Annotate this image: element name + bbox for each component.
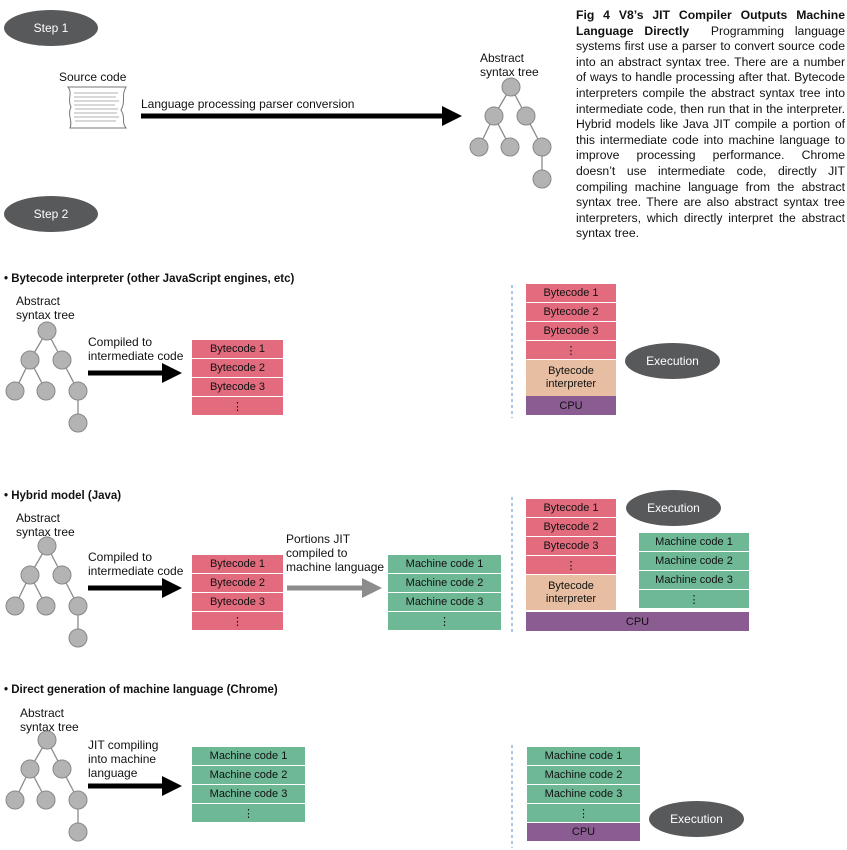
hybrid-bytecode-stack: Bytecode 1 Bytecode 2 Bytecode 3 ⋮ xyxy=(192,555,283,631)
machine-code-cell: Machine code 1 xyxy=(639,533,749,552)
hybrid-machine-stack: Machine code 1 Machine code 2 Machine co… xyxy=(388,555,501,631)
ast-tree-icon xyxy=(5,730,88,842)
step-2-badge: Step 2 xyxy=(4,196,98,232)
bytecode-cell: Bytecode 2 xyxy=(526,518,616,537)
cpu-block: CPU xyxy=(526,396,616,416)
bytecode-interpreter: Bytecode interpreter xyxy=(526,575,616,610)
step1-ast-label: Abstract syntax tree xyxy=(480,51,539,79)
bytecode-cell: Bytecode 2 xyxy=(526,303,616,322)
bytecode-cell: Bytecode 1 xyxy=(526,284,616,303)
ast-label-line-2: syntax tree xyxy=(480,65,539,79)
machine-code-cell: Machine code 1 xyxy=(527,747,640,766)
bytecode-ast-label: Abstract syntax tree xyxy=(16,294,75,322)
source-code-label: Source code xyxy=(59,70,127,84)
ast-label-line-1: Abstract xyxy=(480,51,525,65)
ast-tree-icon xyxy=(469,77,552,189)
bytecode-cell: Bytecode 2 xyxy=(192,359,283,378)
ast-tree-icon xyxy=(5,536,88,648)
interpreter-line-2: interpreter xyxy=(545,378,597,390)
bytecode-cell: Bytecode 1 xyxy=(526,499,616,518)
ast-tree-icon xyxy=(5,321,88,433)
arrow-label-line-1: JIT compiling xyxy=(88,738,159,752)
bytecode-cell: Bytecode 1 xyxy=(192,340,283,359)
bytecode-cell: ⋮ xyxy=(526,556,616,575)
arrow-label-line-2: intermediate code xyxy=(88,349,184,363)
hybrid-runtime-bytecode-stack: Bytecode 1 Bytecode 2 Bytecode 3 ⋮ Bytec… xyxy=(526,499,616,610)
ast-label-line-1: Abstract xyxy=(20,706,65,720)
machine-code-cell: Machine code 2 xyxy=(639,552,749,571)
machine-code-cell: Machine code 3 xyxy=(527,785,640,804)
bytecode-cell: ⋮ xyxy=(192,612,283,631)
machine-code-cell: Machine code 3 xyxy=(639,571,749,590)
direct-arrow-label: JIT compiling into machine language xyxy=(88,738,158,780)
execution-badge: Execution xyxy=(626,490,721,526)
machine-code-cell: ⋮ xyxy=(639,590,749,609)
step-1-badge: Step 1 xyxy=(4,10,98,46)
bytecode-runtime-stack: Bytecode 1 Bytecode 2 Bytecode 3 ⋮ Bytec… xyxy=(526,284,616,416)
bytecode-cell: Bytecode 3 xyxy=(526,537,616,556)
cpu-block: CPU xyxy=(526,612,749,632)
jit-label-line-1: Portions JIT xyxy=(286,532,351,546)
arrow-label-line-1: Compiled to xyxy=(88,335,153,349)
jit-label-line-2: compiled to xyxy=(286,546,348,560)
hybrid-runtime-machine-stack: Machine code 1 Machine code 2 Machine co… xyxy=(639,533,749,609)
machine-code-cell: Machine code 3 xyxy=(192,785,305,804)
cpu-block: CPU xyxy=(527,823,640,842)
hybrid-arrow-label: Compiled to intermediate code xyxy=(88,550,183,578)
execution-badge: Execution xyxy=(625,343,720,379)
bytecode-stack: Bytecode 1 Bytecode 2 Bytecode 3 ⋮ xyxy=(192,340,283,416)
interpreter-line-1: Bytecode xyxy=(548,365,594,377)
bytecode-section-heading: • Bytecode interpreter (other JavaScript… xyxy=(4,273,295,285)
execution-badge: Execution xyxy=(649,801,744,837)
bytecode-arrow-label: Compiled to intermediate code xyxy=(88,335,183,363)
direct-runtime-stack: Machine code 1 Machine code 2 Machine co… xyxy=(527,747,640,842)
hybrid-section-heading: • Hybrid model (Java) xyxy=(4,490,122,502)
machine-code-cell: Machine code 2 xyxy=(192,766,305,785)
direct-machine-stack: Machine code 1 Machine code 2 Machine co… xyxy=(192,747,305,823)
bytecode-cell: ⋮ xyxy=(526,341,616,360)
bytecode-cell: Bytecode 1 xyxy=(192,555,283,574)
bytecode-cell: Bytecode 2 xyxy=(192,574,283,593)
hybrid-jit-label: Portions JIT compiled to machine languag… xyxy=(286,532,384,574)
machine-code-cell: Machine code 2 xyxy=(388,574,501,593)
machine-code-cell: ⋮ xyxy=(192,804,305,823)
ast-label-line-2: syntax tree xyxy=(16,308,75,322)
machine-code-cell: ⋮ xyxy=(527,804,640,823)
bytecode-cell: Bytecode 3 xyxy=(192,378,283,397)
caption-body: Programming language systems first use a… xyxy=(576,23,845,241)
parser-conversion-label: Language processing parser conversion xyxy=(141,97,355,111)
arrow-label-line-3: language xyxy=(88,766,138,780)
arrow-label-line-1: Compiled to xyxy=(88,550,153,564)
machine-code-cell: ⋮ xyxy=(388,612,501,631)
ast-label-line-2: syntax tree xyxy=(20,720,79,734)
direct-ast-label: Abstract syntax tree xyxy=(20,706,79,734)
caption-title: Fig 4 V8’s JIT Compiler Outputs Machine … xyxy=(576,8,845,38)
ast-label-line-1: Abstract xyxy=(16,294,61,308)
ast-label-line-1: Abstract xyxy=(16,511,61,525)
machine-code-cell: Machine code 1 xyxy=(388,555,501,574)
arrow-label-line-2: intermediate code xyxy=(88,564,184,578)
direct-section-heading: • Direct generation of machine language … xyxy=(4,684,278,696)
figure-caption: Fig 4 V8’s JIT Compiler Outputs Machine … xyxy=(576,8,845,242)
machine-code-cell: Machine code 1 xyxy=(192,747,305,766)
machine-code-cell: Machine code 3 xyxy=(388,593,501,612)
interpreter-line-2: interpreter xyxy=(545,592,597,605)
bytecode-cell: Bytecode 3 xyxy=(526,322,616,341)
interpreter-line-1: Bytecode xyxy=(548,579,594,592)
jit-label-line-3: machine language xyxy=(286,560,385,574)
bytecode-cell: Bytecode 3 xyxy=(192,593,283,612)
machine-code-cell: Machine code 2 xyxy=(527,766,640,785)
arrow-label-line-2: into machine xyxy=(88,752,157,766)
ast-label-line-2: syntax tree xyxy=(16,525,75,539)
bytecode-interpreter: Bytecode interpreter xyxy=(526,360,616,396)
hybrid-ast-label: Abstract syntax tree xyxy=(16,511,75,539)
bytecode-cell: ⋮ xyxy=(192,397,283,416)
source-code-document-icon xyxy=(66,86,128,129)
